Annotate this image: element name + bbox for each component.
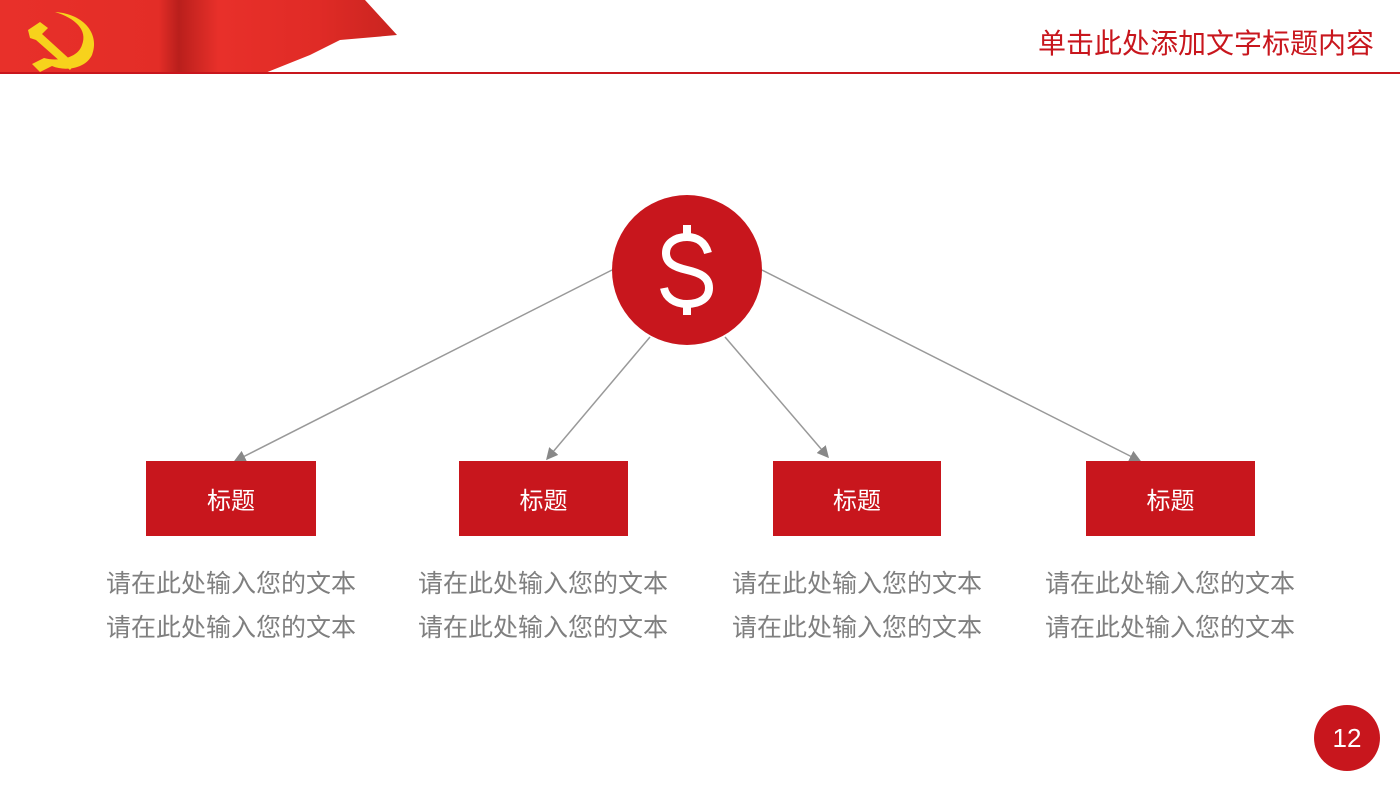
dollar-icon	[660, 225, 714, 315]
title-box-4[interactable]: 标题	[1086, 461, 1255, 536]
description-line: 请在此处输入您的文本	[1044, 569, 1295, 598]
header-divider	[0, 72, 1400, 74]
arrow-4	[761, 269, 1142, 462]
description-line: 请在此处输入您的文本	[105, 569, 356, 598]
arrow-3	[724, 336, 829, 459]
description-line: 请在此处输入您的文本	[417, 613, 668, 642]
description-line: 请在此处输入您的文本	[1044, 613, 1295, 642]
party-flag-banner	[0, 0, 397, 73]
description-4[interactable]: 请在此处输入您的文本请在此处输入您的文本	[1020, 562, 1320, 650]
description-line: 请在此处输入您的文本	[731, 569, 982, 598]
title-box-2[interactable]: 标题	[459, 461, 628, 536]
description-2[interactable]: 请在此处输入您的文本请在此处输入您的文本	[393, 562, 693, 650]
title-box-3[interactable]: 标题	[773, 461, 941, 536]
hammer-sickle-icon	[28, 12, 95, 72]
title-box-1[interactable]: 标题	[146, 461, 316, 536]
arrow-2	[546, 336, 651, 461]
description-line: 请在此处输入您的文本	[731, 613, 982, 642]
arrow-1	[233, 269, 613, 462]
description-1[interactable]: 请在此处输入您的文本请在此处输入您的文本	[81, 562, 381, 650]
description-3[interactable]: 请在此处输入您的文本请在此处输入您的文本	[707, 562, 1007, 650]
hub-circle	[612, 195, 762, 345]
slide-title[interactable]: 单击此处添加文字标题内容	[1037, 27, 1374, 60]
description-line: 请在此处输入您的文本	[105, 613, 356, 642]
page-number-badge: 12	[1314, 705, 1380, 771]
description-line: 请在此处输入您的文本	[417, 569, 668, 598]
